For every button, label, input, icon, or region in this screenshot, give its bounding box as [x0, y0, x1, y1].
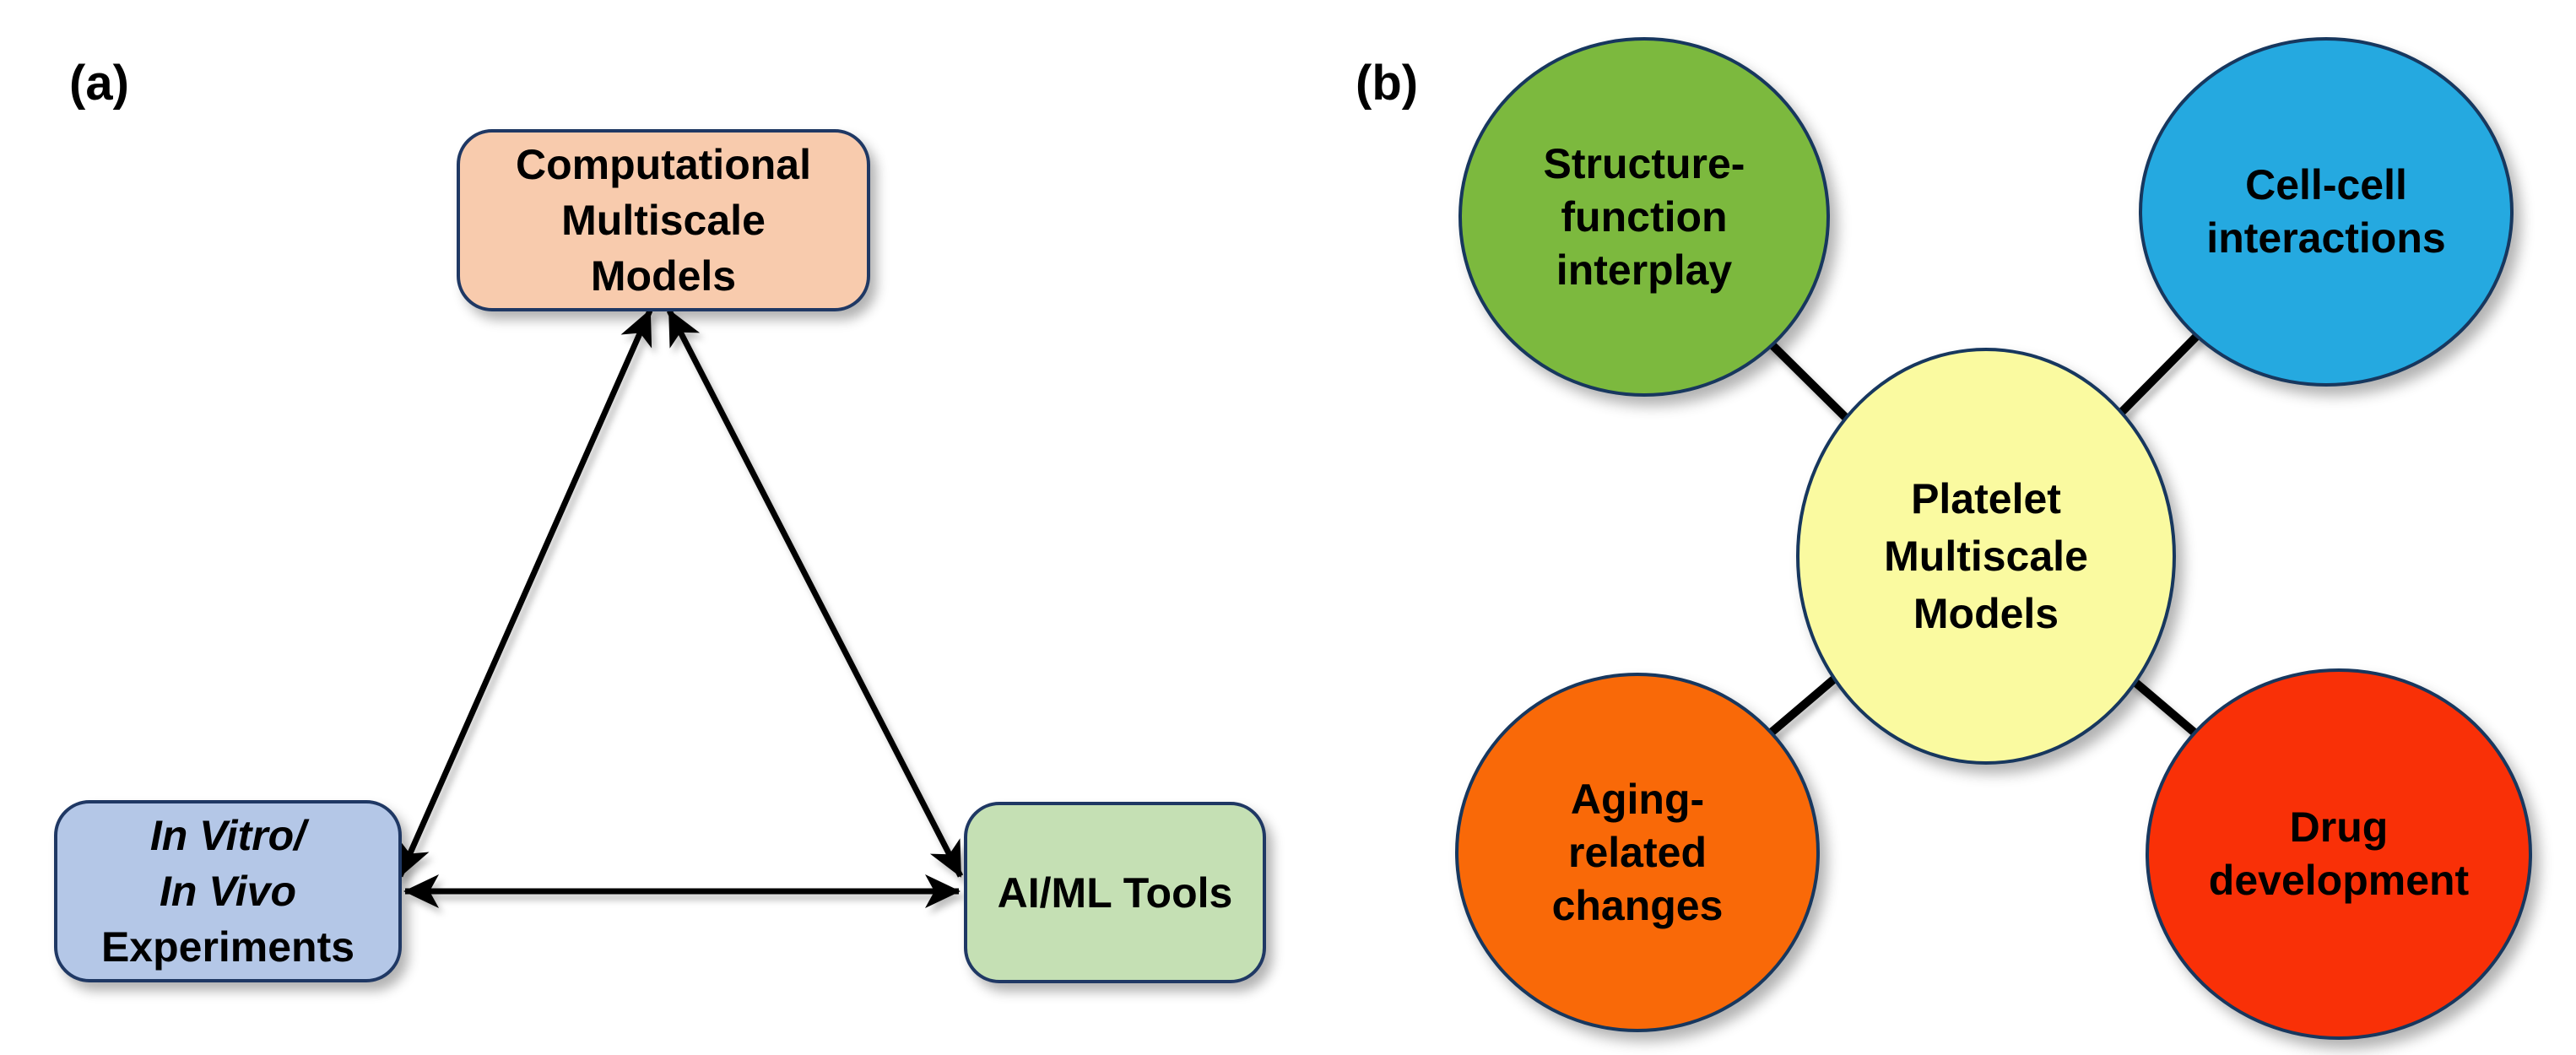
- circle-text-line: Platelet: [1911, 475, 2061, 522]
- in-vitro-in-vivo-experiments-box: In Vitro/ In Vivo Experiments: [54, 800, 402, 982]
- circle-text-line: development: [2208, 857, 2470, 904]
- arrow-models-aiml: [666, 309, 964, 878]
- panel-b-label: (b): [1356, 56, 1419, 111]
- circle-text-line: Cell-cell: [2245, 161, 2407, 208]
- circle-text-line: interactions: [2206, 214, 2446, 262]
- drug-development-circle: Drug development: [2146, 668, 2532, 1040]
- aging-related-changes-circle: Aging- related changes: [1455, 673, 1820, 1032]
- box-text-line: In Vivo: [159, 868, 297, 915]
- circle-text-line: Aging-: [1570, 775, 1705, 823]
- box-text-line: Computational: [516, 141, 811, 188]
- circle-text-line: function: [1561, 192, 1728, 241]
- cell-cell-interactions-circle: Cell-cell interactions: [2139, 37, 2514, 387]
- arrow-models-experiments: [397, 309, 653, 878]
- computational-multiscale-models-box: Computational Multiscale Models: [457, 129, 870, 311]
- aiml-tools-box: AI/ML Tools: [964, 802, 1266, 983]
- box-text-line: Experiments: [100, 923, 355, 971]
- box-text-line: In Vitro/: [149, 812, 306, 859]
- circle-text-line: Structure-: [1543, 139, 1745, 187]
- box-text-line: Models: [590, 252, 737, 300]
- circle-text-line: changes: [1551, 881, 1724, 929]
- panel-a-label: (a): [69, 56, 129, 111]
- circle-text-line: related: [1568, 828, 1707, 876]
- circle-text-line: interplay: [1556, 246, 1733, 294]
- structure-function-interplay-circle: Structure- function interplay: [1458, 37, 1830, 397]
- circle-text-line: Drug: [2289, 803, 2389, 851]
- box-text-line: Multiscale: [561, 197, 766, 244]
- platelet-multiscale-models-circle: Platelet Multiscale Models: [1796, 348, 2176, 765]
- box-text-line: AI/ML Tools: [997, 868, 1233, 917]
- circle-text-line: Models: [1913, 590, 2059, 637]
- circle-text-line: Multiscale: [1884, 533, 2088, 580]
